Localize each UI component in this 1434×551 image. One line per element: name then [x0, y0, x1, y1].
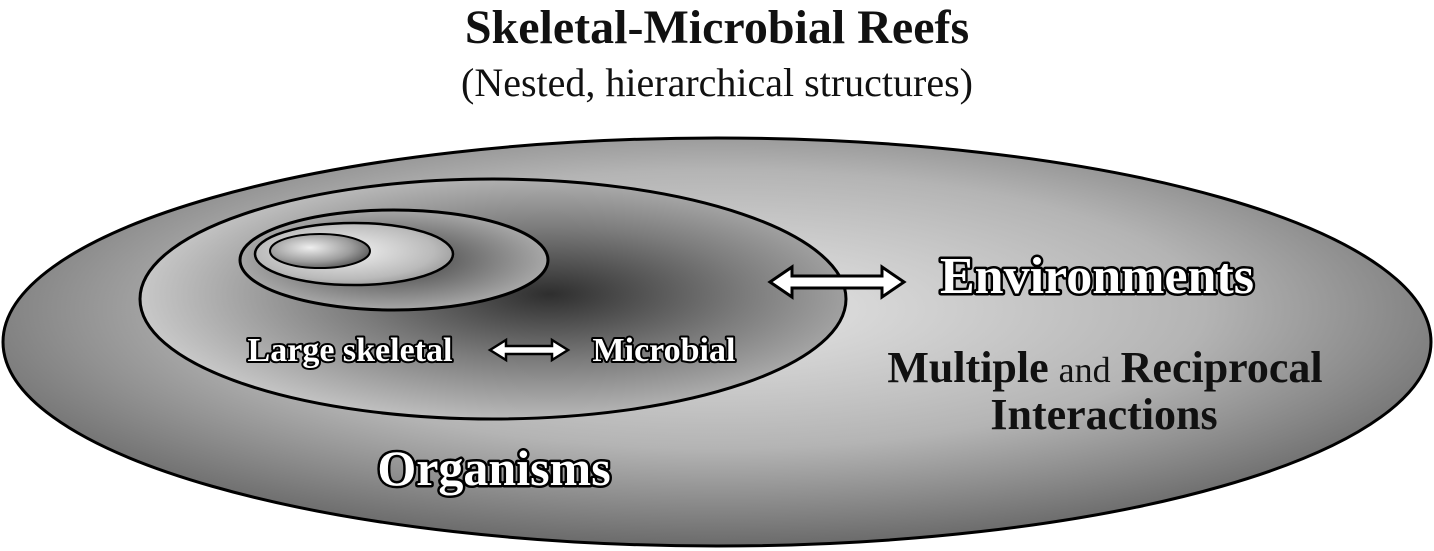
environments-label: Environments [940, 248, 1254, 305]
and-word: and [1059, 350, 1111, 390]
organisms-label: Organisms [377, 440, 610, 496]
reciprocal-word: Reciprocal [1121, 343, 1323, 392]
interaction-caption-line1: Multiple and Reciprocal [887, 343, 1322, 392]
interactions-label: Interactions [990, 390, 1217, 439]
double-headed-arrow-icon [487, 337, 571, 363]
diagram-subtitle: (Nested, hierarchical structures) [461, 60, 973, 105]
large-skeletal-label: Large skeletal [248, 332, 453, 369]
diagram-title: Skeletal-Microbial Reefs [465, 1, 969, 54]
double-headed-arrow-icon [767, 264, 907, 300]
smallest-ellipse [269, 233, 371, 269]
multiple-word: Multiple [887, 343, 1048, 392]
microbial-label: Microbial [593, 332, 736, 369]
